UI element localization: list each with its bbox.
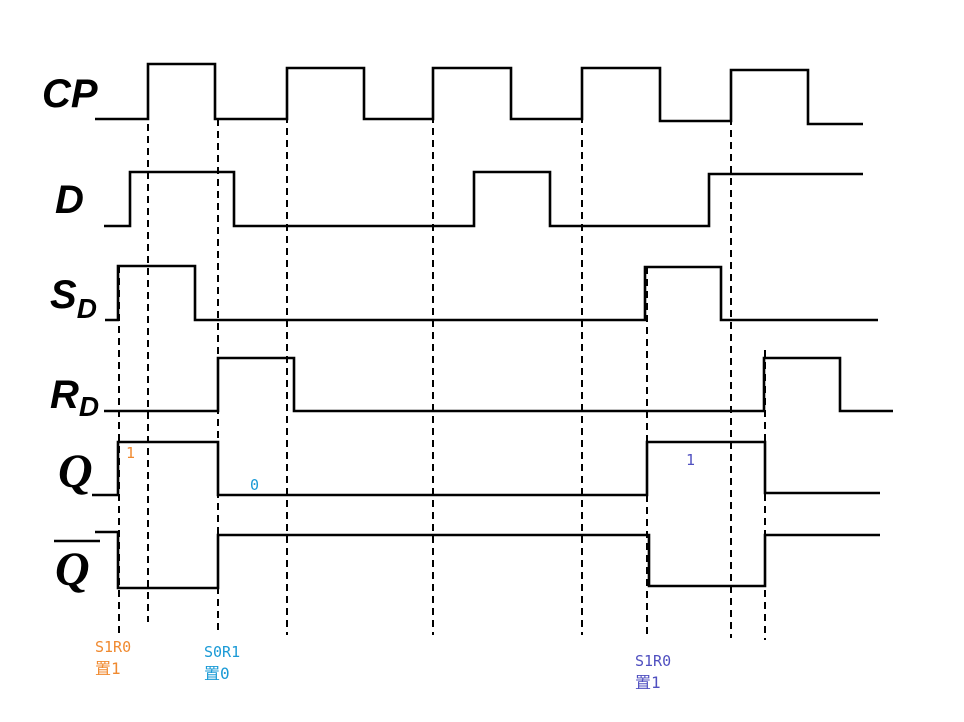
q-level-label: 1 (686, 451, 695, 469)
q-level-label: 0 (250, 476, 259, 494)
d-waveform (104, 170, 863, 228)
annotation-action: 置1 (95, 659, 121, 678)
sd-waveform (105, 264, 878, 322)
q-label: Q (58, 445, 93, 498)
sd-label: SD (50, 273, 97, 324)
q-waveform (92, 440, 880, 497)
annotation-action: 置1 (635, 673, 661, 692)
rd-label: RD (50, 373, 99, 422)
sd-subscript: D (77, 293, 97, 324)
rd-waveform (104, 356, 893, 413)
annotation-code: S0R1 (204, 643, 240, 661)
rd-subscript: D (79, 391, 99, 422)
d-label: D (55, 178, 84, 222)
annotation-code: S1R0 (635, 652, 671, 670)
cp-label: CP (42, 72, 98, 116)
qbar-waveform (95, 530, 880, 590)
annotation-code: S1R0 (95, 638, 131, 656)
annotation-action: 置0 (204, 664, 230, 683)
qbar-label: Q (55, 543, 90, 596)
q-level-label: 1 (126, 444, 135, 462)
cp-waveform (95, 62, 863, 126)
